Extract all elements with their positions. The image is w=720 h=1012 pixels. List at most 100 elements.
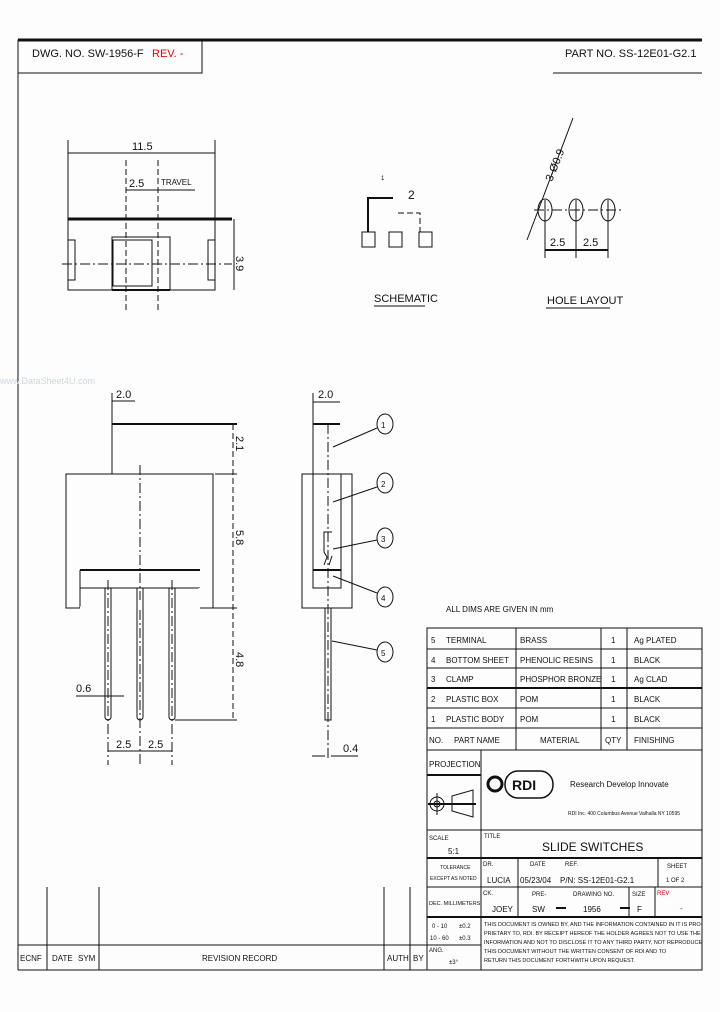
part-number: PART NO. SS-12E01-G2.1 — [565, 48, 696, 60]
bom-no: 1 — [431, 715, 436, 724]
offset-dimension: 2.0 — [116, 389, 131, 401]
sym-header: SYM — [78, 954, 96, 963]
pin-pitch-1: 2.5 — [116, 739, 131, 751]
bom-finishing: Ag CLAD — [634, 675, 668, 684]
pin-thickness-dimension: 0.4 — [343, 743, 358, 755]
body-height-dimension: 5.8 — [233, 530, 245, 545]
rev-value: - — [680, 904, 683, 913]
bom-no: 5 — [431, 636, 436, 645]
hole-pitch-1: 2.5 — [550, 237, 565, 249]
bom-material: BRASS — [520, 636, 547, 645]
bom-row: 3 CLAMP PHOSPHOR BRONZE 1 Ag CLAD — [431, 675, 668, 684]
svg-text:THIS DOCUMENT IS OWNED BY, AND: THIS DOCUMENT IS OWNED BY, AND THE INFOR… — [484, 922, 703, 928]
company-tagline: Research Develop Innovate — [570, 780, 669, 789]
rdi-logo: RDI — [486, 770, 554, 799]
schematic: 1 2 SCHEMATIC — [361, 176, 438, 307]
size-label: SIZE — [632, 892, 645, 898]
pin-length-dimension: 4.8 — [233, 652, 245, 667]
travel-dimension: 2.5 — [129, 178, 144, 190]
date-label: DATE — [530, 862, 546, 868]
bom-header-no: NO. — [429, 736, 443, 745]
front-view: 2.0 2.1 5.8 4.8 0.6 2.5 2.5 — [65, 389, 245, 765]
bom-material: PHENOLIC RESINS — [520, 656, 593, 665]
bom-header-part: PART NAME — [454, 736, 500, 745]
bom-no: 2 — [431, 695, 436, 704]
header: DWG. NO. SW-1956-F REV. - PART NO. SS-12… — [17, 39, 702, 74]
actuator-height-dimension: 2.1 — [233, 436, 245, 451]
drawing-number: DWG. NO. SW-1956-F — [32, 48, 144, 60]
travel-label: TRAVEL — [161, 178, 192, 187]
watermark: www.DataSheet4U.com — [0, 376, 95, 386]
svg-text:RETURN THIS DOCUMENT FORTHWITH: RETURN THIS DOCUMENT FORTHWITH UPON REQU… — [484, 958, 635, 964]
drawn-by-label: DR. — [483, 862, 494, 868]
tol-value-2: ±0.3 — [459, 936, 471, 942]
dec-millimeters-label: DEC. MILLIMETERS — [429, 901, 481, 907]
bom-qty: 1 — [611, 675, 616, 684]
ref-value: P/N: SS-12E01-G2.1 — [560, 876, 635, 885]
svg-text:PRIETARY TO, RDI. BY RECEIPT H: PRIETARY TO, RDI. BY RECEIPT HEREOF THE … — [484, 931, 701, 937]
tolerance-label: TOLERANCE — [440, 865, 471, 871]
bom-qty: 1 — [611, 695, 616, 704]
height-dimension: 3.9 — [233, 256, 245, 271]
rev-label: REV — [657, 891, 669, 897]
sheet-label: SHEET — [667, 864, 687, 870]
terminal-pins — [104, 580, 176, 765]
revision-record-header: REVISION RECORD — [202, 954, 277, 963]
hole-layout-label: HOLE LAYOUT — [547, 295, 623, 307]
dimensions-note: ALL DIMS ARE GIVEN IN mm — [446, 605, 554, 614]
clamp-shape — [323, 531, 333, 566]
bom-qty: 1 — [611, 715, 616, 724]
bom-part: PLASTIC BODY — [446, 715, 505, 724]
revision-label: REV. - — [152, 48, 184, 60]
bom-finishing: BLACK — [634, 695, 661, 704]
angle-label: ANG. — [429, 948, 444, 954]
bom-header-finishing: FINISHING — [634, 736, 674, 745]
bom-qty: 1 — [611, 656, 616, 665]
bom-material: POM — [520, 695, 539, 704]
scale-label: SCALE — [429, 836, 449, 842]
bom-finishing: BLACK — [634, 656, 661, 665]
bom-finishing: Ag PLATED — [634, 636, 677, 645]
callout-2: 2 — [381, 480, 386, 489]
svg-text:INFORMATION AND NOT TO DISCLOS: INFORMATION AND NOT TO DISCLOSE IT TO AN… — [484, 940, 702, 946]
drawing-title: SLIDE SWITCHES — [542, 840, 643, 854]
bom-row: 4 BOTTOM SHEET PHENOLIC RESINS 1 BLACK — [431, 656, 661, 665]
angle-value: ±3° — [449, 960, 459, 966]
tolerance-note: EXCEPT AS NOTED — [430, 876, 477, 882]
bom-header-row: NO. PART NAME MATERIAL QTY FINISHING — [429, 736, 674, 745]
bom-header-material: MATERIAL — [540, 736, 580, 745]
bom-part: BOTTOM SHEET — [446, 656, 509, 665]
title-label: TITLE — [484, 834, 500, 840]
tol-range-2: 10 - 60 — [430, 936, 449, 942]
schematic-label: SCHEMATIC — [374, 293, 438, 305]
scale-value: 5:1 — [448, 847, 460, 856]
prefix-label: PRE- — [532, 892, 546, 898]
hole-dimension: 3-Ø0.9 — [544, 147, 568, 183]
bom-material: PHOSPHOR BRONZE — [520, 675, 601, 684]
bom-part: CLAMP — [446, 675, 474, 684]
bom-row: 5 TERMINAL BRASS 1 Ag PLATED — [431, 636, 677, 645]
bom-header-qty: QTY — [605, 736, 622, 745]
width-dimension: 11.5 — [132, 141, 153, 153]
prefix-value: SW — [532, 905, 545, 914]
pin-width-dimension: 0.6 — [76, 683, 91, 695]
bom-row: 2 PLASTIC BOX POM 1 BLACK — [431, 695, 661, 704]
bom-part: TERMINAL — [446, 636, 487, 645]
bom-finishing: BLACK — [634, 715, 661, 724]
drawing-number-label: DRAWING NO. — [573, 892, 614, 898]
checked-by-label: CK. — [483, 891, 493, 897]
pin-2-label: 2 — [408, 188, 415, 202]
bom-row: 1 PLASTIC BODY POM 1 BLACK — [431, 715, 661, 724]
svg-text:THIS DOCUMENT WITHOUT THE WRIT: THIS DOCUMENT WITHOUT THE WRITTEN CONSEN… — [484, 949, 667, 955]
ecn-header: ECNF — [20, 954, 42, 963]
callout-3: 3 — [381, 535, 386, 544]
date-header: DATE — [52, 954, 73, 963]
third-angle-projection-icon — [428, 789, 476, 818]
hole-layout: 3-Ø0.9 2.5 2.5 HOLE LAYOUT — [526, 117, 623, 309]
bill-of-materials: 5 TERMINAL BRASS 1 Ag PLATED 4 BOTTOM SH… — [426, 627, 703, 751]
top-view: 11.5 2.5 TRAVEL 3.9 — [62, 140, 245, 312]
title-block: PROJECTION RDI Research Develop Innovate… — [426, 749, 703, 971]
ref-label: REF. — [565, 862, 578, 868]
